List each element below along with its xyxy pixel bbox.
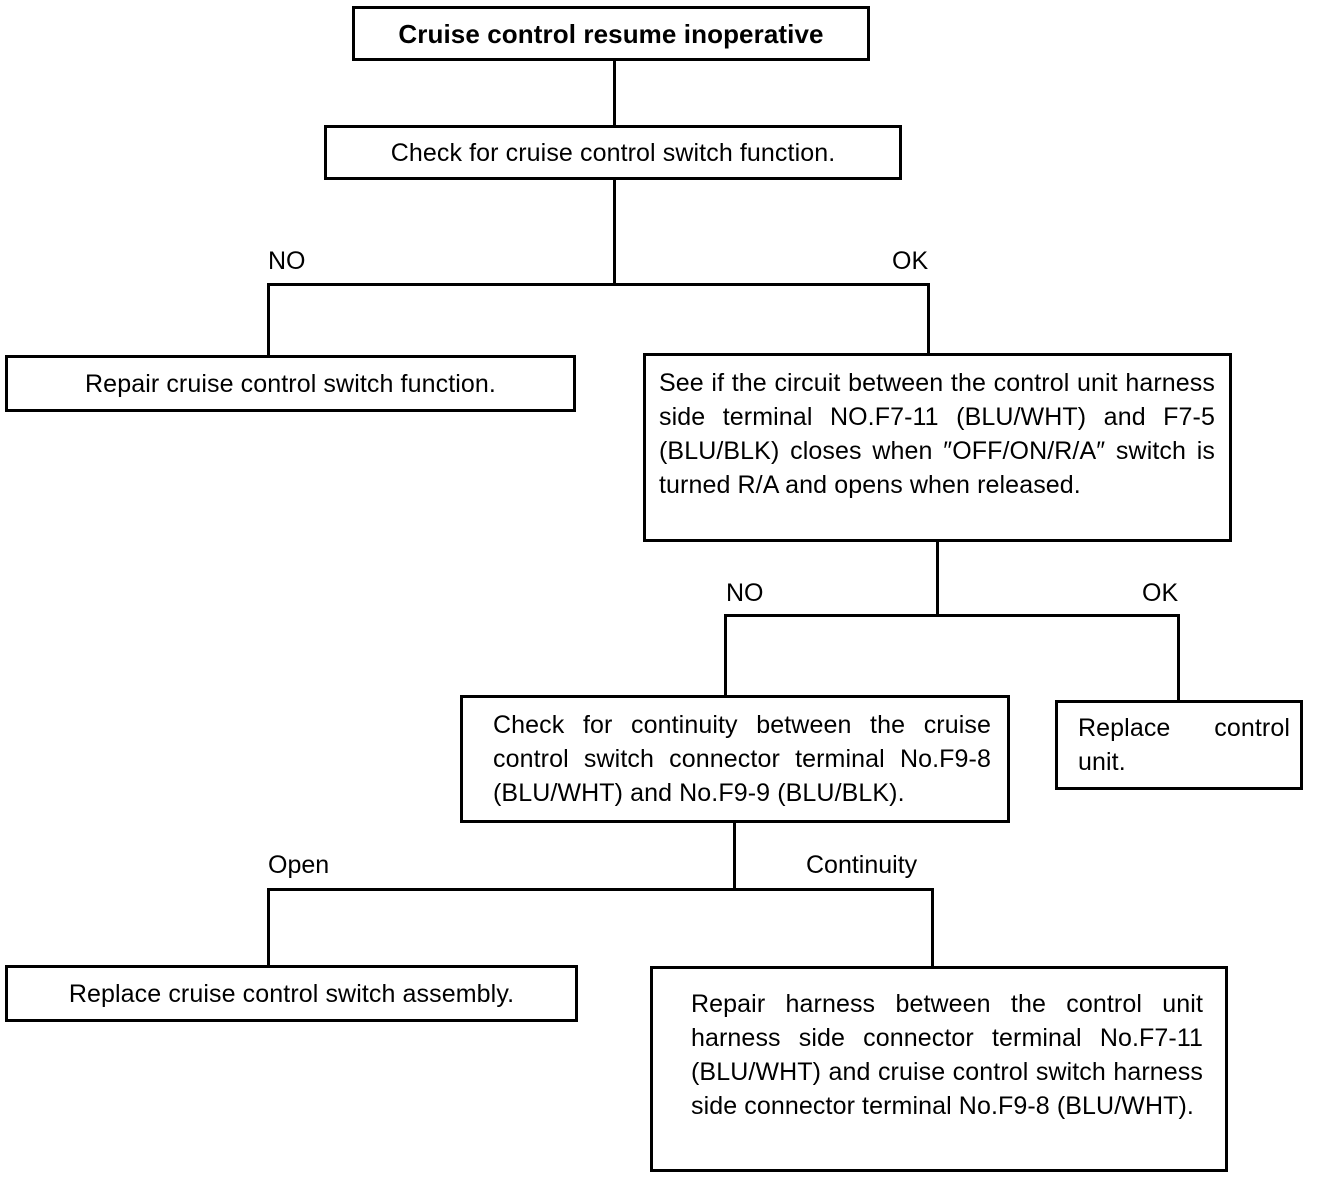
node-repair-switch-function: Repair cruise control switch function. bbox=[5, 355, 576, 412]
branch-label-no-2: NO bbox=[726, 579, 764, 607]
node-see-circuit: See if the circuit between the control u… bbox=[643, 353, 1232, 542]
node-replace-control-unit: Replace control unit. bbox=[1055, 700, 1303, 790]
edge-branch2-right-drop bbox=[1177, 614, 1180, 702]
node-title: Cruise control resume inoperative bbox=[352, 6, 870, 61]
branch-label-continuity: Continuity bbox=[806, 851, 918, 879]
branch-label-no-1: NO bbox=[268, 247, 306, 275]
node-check-switch-function: Check for cruise control switch function… bbox=[324, 125, 902, 180]
edge-branch1-left-drop bbox=[267, 283, 270, 357]
edge-branch1-horizontal bbox=[267, 283, 930, 286]
node-check-continuity-text: Check for continuity between the cruise … bbox=[493, 711, 991, 807]
edge-title-to-check bbox=[613, 61, 616, 125]
node-repair-harness: Repair harness between the control unit … bbox=[650, 966, 1228, 1172]
node-replace-switch-assembly-text: Replace cruise control switch assembly. bbox=[68, 979, 515, 1008]
edge-branch2-left-drop bbox=[724, 614, 727, 697]
edge-branch2-horizontal bbox=[724, 614, 1180, 617]
edge-branch3-right-drop bbox=[931, 888, 934, 968]
edge-check-continuity-stem bbox=[733, 823, 736, 891]
node-check-switch-function-text: Check for cruise control switch function… bbox=[390, 138, 836, 167]
edge-branch3-horizontal bbox=[267, 888, 934, 891]
node-repair-harness-text: Repair harness between the control unit … bbox=[691, 990, 1203, 1120]
node-replace-switch-assembly: Replace cruise control switch assembly. bbox=[5, 965, 578, 1022]
node-replace-control-unit-text: Replace control unit. bbox=[1078, 714, 1290, 776]
edge-check-switch-stem bbox=[613, 180, 616, 286]
node-title-text: Cruise control resume inoperative bbox=[398, 18, 824, 49]
branch-label-ok-1: OK bbox=[892, 247, 929, 275]
branch-label-open: Open bbox=[268, 851, 330, 879]
node-check-continuity: Check for continuity between the cruise … bbox=[460, 695, 1010, 823]
edge-see-circuit-stem bbox=[936, 542, 939, 617]
branch-label-ok-2: OK bbox=[1142, 579, 1179, 607]
node-repair-switch-function-text: Repair cruise control switch function. bbox=[85, 369, 496, 398]
edge-branch3-left-drop bbox=[267, 888, 270, 967]
edge-branch1-right-drop bbox=[927, 283, 930, 355]
node-see-circuit-text: See if the circuit between the control u… bbox=[659, 369, 1215, 499]
